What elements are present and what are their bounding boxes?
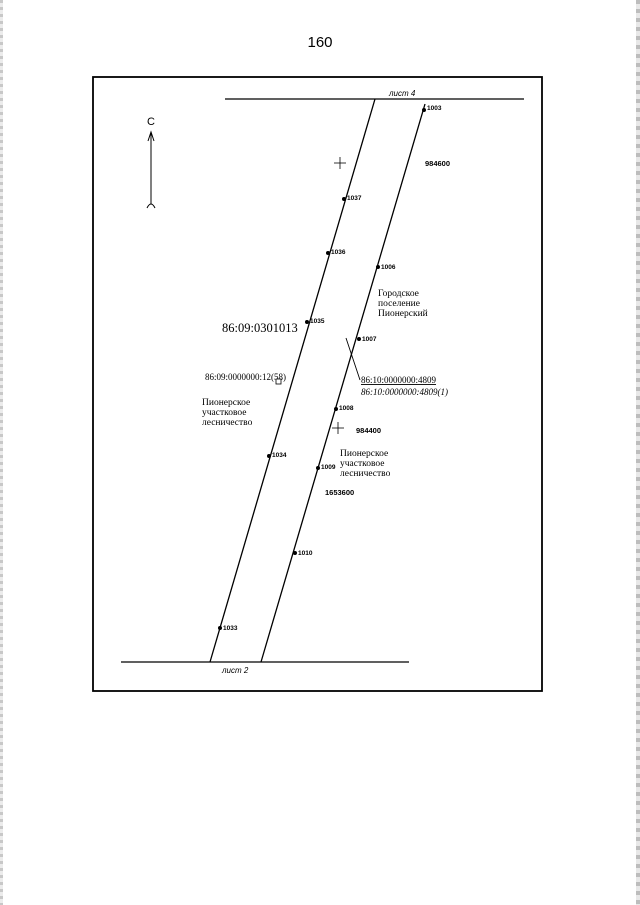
point-1008: 1008 xyxy=(334,405,354,412)
scan-edge-left xyxy=(0,0,3,905)
scan-edge-right xyxy=(636,0,640,905)
svg-text:лесничество: лесничество xyxy=(202,418,253,428)
grid-cross-upper xyxy=(334,157,346,169)
area-label-gorodskoe: Городское поселение Пионерский xyxy=(378,289,428,319)
svg-text:лесничество: лесничество xyxy=(340,469,391,479)
parcel-ref-left: 86:09:0000000:12(58) xyxy=(205,372,286,382)
svg-text:1009: 1009 xyxy=(321,464,336,471)
point-1034: 1034 xyxy=(267,452,287,459)
grid-label-984600: 984600 xyxy=(425,159,450,168)
point-1033: 1033 xyxy=(218,625,238,632)
svg-text:1007: 1007 xyxy=(362,336,377,343)
svg-text:1006: 1006 xyxy=(381,264,396,271)
leader-line-4809 xyxy=(345,337,361,381)
svg-text:1003: 1003 xyxy=(427,105,442,112)
svg-text:1035: 1035 xyxy=(310,318,325,325)
area-label-lesnichestvo-left: Пионерское участковое лесничество xyxy=(202,398,253,428)
parcel-number-label: 86:09:0301013 xyxy=(222,321,298,335)
small-square-marker xyxy=(275,378,282,385)
point-1003: 1003 xyxy=(422,105,442,112)
svg-text:Пионерское: Пионерское xyxy=(340,449,388,459)
strip-left-boundary xyxy=(209,98,376,663)
point-1036: 1036 xyxy=(326,249,346,256)
svg-text:поселение: поселение xyxy=(378,299,420,309)
svg-text:участковое: участковое xyxy=(202,408,247,418)
svg-text:1033: 1033 xyxy=(223,625,238,632)
svg-text:Городское: Городское xyxy=(378,289,419,299)
point-1037: 1037 xyxy=(342,195,362,202)
svg-text:1010: 1010 xyxy=(298,550,313,557)
page-number: 160 xyxy=(307,34,333,51)
point-1007: 1007 xyxy=(357,336,377,343)
svg-text:участковое: участковое xyxy=(340,459,385,469)
sheet-label-top: лист 4 xyxy=(388,89,416,98)
svg-text:1036: 1036 xyxy=(331,249,346,256)
strip-right-boundary xyxy=(260,103,426,663)
point-1009: 1009 xyxy=(316,464,336,471)
svg-text:Пионерское: Пионерское xyxy=(202,398,250,408)
point-1006: 1006 xyxy=(376,264,396,271)
grid-cross-lower xyxy=(332,422,344,434)
svg-text:1034: 1034 xyxy=(272,452,287,459)
svg-text:1037: 1037 xyxy=(347,195,362,202)
svg-text:Пионерский: Пионерский xyxy=(378,308,428,319)
grid-label-1653600: 1653600 xyxy=(325,488,354,497)
map-frame xyxy=(92,76,543,692)
point-1010: 1010 xyxy=(293,550,313,557)
north-label: С xyxy=(147,116,155,128)
area-label-lesnichestvo-right: Пионерское участковое лесничество xyxy=(340,449,391,479)
point-1035: 1035 xyxy=(305,318,325,325)
svg-text:1008: 1008 xyxy=(339,405,354,412)
grid-label-984400: 984400 xyxy=(356,426,381,435)
parcel-ref-right: 86:10:0000000:4809 xyxy=(361,375,437,385)
north-arrow: С xyxy=(146,116,156,209)
sheet-label-bottom: лист 2 xyxy=(221,666,249,675)
parcel-ref-right-sub: 86:10:0000000:4809(1) xyxy=(361,387,448,397)
